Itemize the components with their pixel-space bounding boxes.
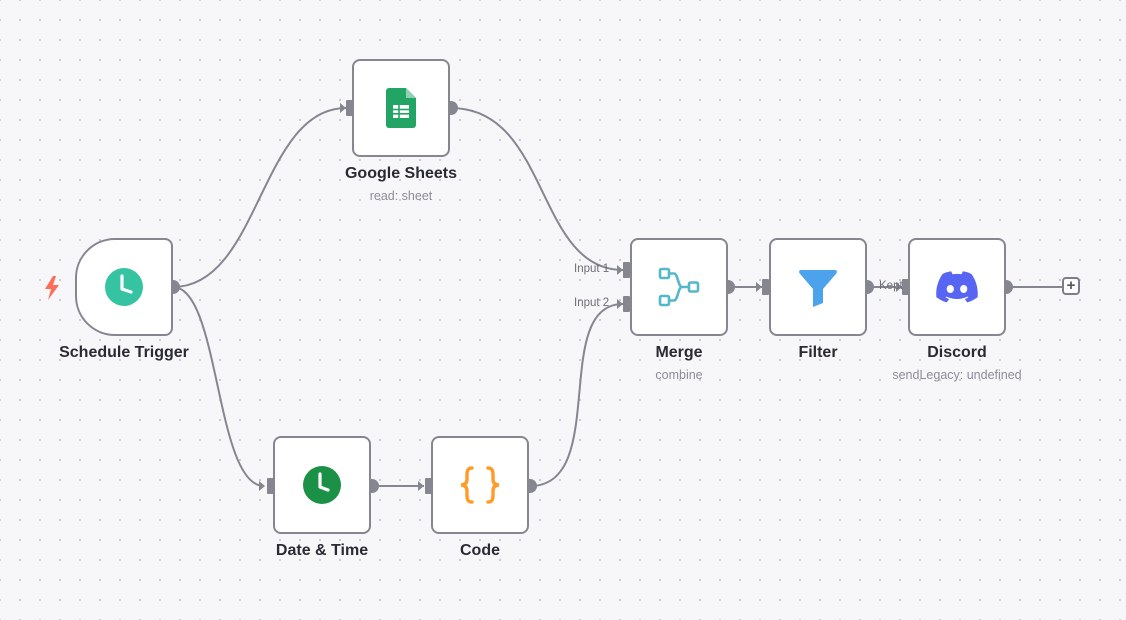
input-port-merge-1 xyxy=(623,262,630,278)
node-code[interactable] xyxy=(431,436,529,534)
edge-sheets-to-merge xyxy=(450,107,624,271)
trigger-bolt-icon xyxy=(45,276,59,300)
code-braces-icon xyxy=(460,466,500,504)
node-label-google-sheets: Google Sheets xyxy=(344,165,458,182)
arrow-into-discord xyxy=(896,282,902,292)
node-label-schedule-trigger: Schedule Trigger xyxy=(59,344,189,361)
merge-icon xyxy=(658,267,700,307)
filter-output-kept-label: Kept xyxy=(879,280,903,292)
arrow-into-filter xyxy=(756,282,762,292)
arrow-into-datetime xyxy=(259,481,265,491)
node-subtitle-discord: sendLegacy: undefined xyxy=(892,368,1022,382)
edge-code-to-merge xyxy=(529,303,624,487)
input-port-sheets xyxy=(346,100,353,116)
merge-input-2-label: Input 2 xyxy=(574,297,610,309)
input-port-code xyxy=(425,478,432,494)
clock-icon xyxy=(303,466,341,504)
node-date-time[interactable] xyxy=(273,436,371,534)
node-label-code: Code xyxy=(460,542,500,559)
node-label-merge: Merge xyxy=(655,344,703,361)
node-subtitle-merge: combine xyxy=(655,368,703,382)
arrow-into-code xyxy=(418,481,424,491)
node-subtitle-google-sheets: read: sheet xyxy=(369,189,433,203)
edge-trigger-to-datetime xyxy=(172,286,265,487)
discord-icon xyxy=(936,271,978,303)
edge-trigger-to-sheets xyxy=(172,107,347,288)
arrow-into-merge-2 xyxy=(617,299,623,309)
input-port-discord xyxy=(902,279,909,295)
node-merge[interactable] xyxy=(630,238,728,336)
node-discord[interactable] xyxy=(908,238,1006,336)
node-filter[interactable] xyxy=(769,238,867,336)
merge-input-1-label: Input 1 xyxy=(574,263,610,275)
filter-icon xyxy=(799,270,837,307)
input-port-merge-2 xyxy=(623,296,630,312)
node-google-sheets[interactable] xyxy=(352,59,450,157)
node-label-date-time: Date & Time xyxy=(275,542,369,559)
input-port-datetime xyxy=(267,478,274,494)
arrow-into-merge-1 xyxy=(617,265,623,275)
google-sheets-icon xyxy=(386,88,416,128)
node-label-filter: Filter xyxy=(798,344,838,361)
clock-icon xyxy=(105,268,143,306)
node-label-discord: Discord xyxy=(927,344,987,361)
add-node-button[interactable]: + xyxy=(1062,277,1080,295)
arrow-into-sheets xyxy=(340,103,346,113)
input-port-filter xyxy=(762,279,769,295)
node-schedule-trigger[interactable] xyxy=(75,238,173,336)
